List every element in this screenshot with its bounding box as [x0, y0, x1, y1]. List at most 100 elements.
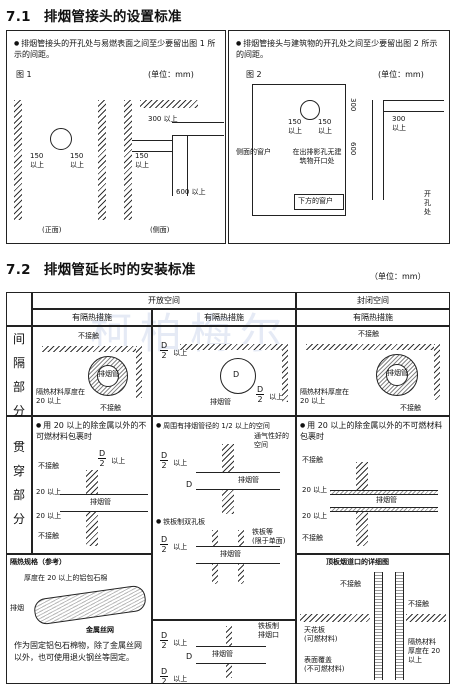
frac-den: 2 — [161, 545, 167, 554]
ceiling — [140, 100, 198, 108]
col2-header: 有隔热措施 — [152, 309, 296, 326]
r3c3-insulation-3: 以上 — [408, 656, 422, 664]
r2c2-diameter: D — [186, 480, 193, 489]
r1c2-pipe — [220, 358, 256, 394]
r3c2-above-2: 以上 — [173, 675, 188, 683]
col1-header: 有隔热措施 — [32, 309, 152, 326]
r2c2-pipe-2 — [196, 546, 280, 564]
row-spacing-label: 间 隔 部 分 — [12, 327, 26, 423]
r1c3-pipe-label: 排烟管 — [387, 369, 408, 377]
fig2-pipe-h — [372, 100, 444, 112]
frac-den: 2 — [161, 351, 167, 360]
r2c1-pipe-label: 排烟管 — [90, 498, 111, 506]
col2-label: 有隔热措施 — [204, 313, 244, 322]
dim-above-side: 以上 — [135, 161, 149, 169]
dim-above-c: 以上 — [392, 124, 406, 132]
side-pipe-top — [172, 122, 224, 136]
r2c2-cell — [152, 416, 296, 620]
col3-header: 有隔热措施 — [296, 309, 450, 326]
section-2-heading: 7.2 排烟管延长时的安装标准 — [6, 258, 196, 278]
side-pipe-h — [132, 140, 174, 152]
dim-150-right: 150 — [70, 152, 84, 160]
r1c1-cell — [32, 326, 152, 416]
r2c3-pipe-label: 排烟管 — [376, 496, 397, 504]
r1c2-cell — [152, 326, 296, 416]
section-title: 排烟管延长时的安装标准 — [43, 262, 196, 278]
r1c2-wall — [282, 344, 288, 402]
row1-char-1: 间 — [12, 332, 25, 346]
r1c1-insulation-value: 20 以上 — [36, 397, 62, 405]
r3c3-no-contact-2: 不接触 — [408, 600, 429, 608]
r2c1-cell — [32, 416, 152, 554]
r2c1-pipe — [60, 494, 148, 512]
r3c3-pipe — [382, 572, 396, 680]
frac-num: D — [160, 451, 169, 461]
r3c3-ceiling-2: (可燃材料) — [304, 635, 338, 643]
dim-150-b: 150 — [318, 118, 332, 126]
r2c3-cell — [296, 416, 450, 554]
r1c1-pipe-core — [97, 365, 119, 387]
frac-den: 2 — [99, 459, 105, 468]
row2-char-3: 部 — [12, 488, 25, 502]
wall-left — [14, 100, 22, 220]
r3c1-note: 作为固定铝包石棉物，除了金属丝网以外，也可使用退火钢丝等固定。 — [14, 641, 142, 662]
r3c3-insulation-2: 厚度在 20 — [408, 647, 441, 655]
row2-char-1: 贯 — [12, 440, 25, 454]
row-penetration-label: 贯 穿 部 分 — [12, 435, 26, 531]
open-space-label: 开放空间 — [148, 296, 180, 305]
fig1-bullet: 排烟管接头的开孔处与易燃表面之间至少要留出图 1 所示的间距。 — [14, 38, 219, 60]
dim-300-v: 300 — [349, 98, 357, 112]
fig2-panel — [228, 30, 450, 244]
r2c2-above: 以上 — [173, 459, 188, 467]
lower-window — [294, 194, 344, 210]
frac-num: D — [160, 631, 169, 641]
section-number: 7.2 — [6, 262, 31, 278]
r2c3-dim-20-b: 20 以上 — [302, 512, 328, 520]
section-number: 7.1 — [6, 9, 31, 25]
building-facade — [252, 84, 346, 216]
col3-label: 有隔热措施 — [353, 313, 393, 322]
lower-window-label: 下方的窗户 — [298, 197, 333, 205]
fig1-unit: (单位：mm) — [148, 70, 194, 79]
dim-150-side: 150 — [135, 152, 149, 160]
dim-above-b: 以上 — [318, 127, 332, 135]
frac-num: D — [256, 385, 265, 395]
r2c1-bullet: 用 20 以上的除金属以外的不可燃材料包裹时 — [36, 420, 150, 442]
r3c3-insulation: 隔热材料 — [408, 638, 436, 646]
row1-char-3: 部 — [12, 380, 25, 394]
r1c1-no-contact-bottom: 不接触 — [100, 404, 121, 412]
row2-char-2: 穿 — [12, 464, 25, 478]
r2c1-no-contact-bottom: 不接触 — [38, 532, 59, 540]
dim-600: 600 以上 — [176, 188, 206, 196]
row2-char-4: 分 — [12, 512, 25, 526]
r2c1-dim-20-b: 20 以上 — [36, 512, 62, 520]
r1c1-insulation-label: 隔热材料厚度在 — [36, 388, 85, 396]
side-window-label: 侧面的窗户 — [236, 148, 271, 156]
row1-char-2: 隔 — [12, 356, 25, 370]
r3c2-iron-hole: 铁板制 — [258, 622, 279, 630]
r1c1-wall — [136, 346, 142, 398]
side-pipe-v — [172, 126, 188, 196]
r2c2-single-side: (限于单面) — [252, 537, 286, 545]
frac-den: 2 — [257, 395, 263, 404]
side-caption: (侧面) — [150, 226, 170, 234]
r1c3-wall — [434, 344, 440, 400]
r1c2-ceiling — [180, 344, 288, 350]
frac-num: D — [160, 667, 169, 677]
section-title: 排烟管接头的设置标准 — [43, 9, 182, 25]
unit-label: （单位：mm） — [370, 272, 426, 281]
fig2-pipe-v — [372, 100, 384, 200]
r1c1-ceiling — [42, 346, 142, 352]
r3c3-cell — [296, 554, 450, 684]
r3c3-ceiling-left — [300, 614, 370, 622]
